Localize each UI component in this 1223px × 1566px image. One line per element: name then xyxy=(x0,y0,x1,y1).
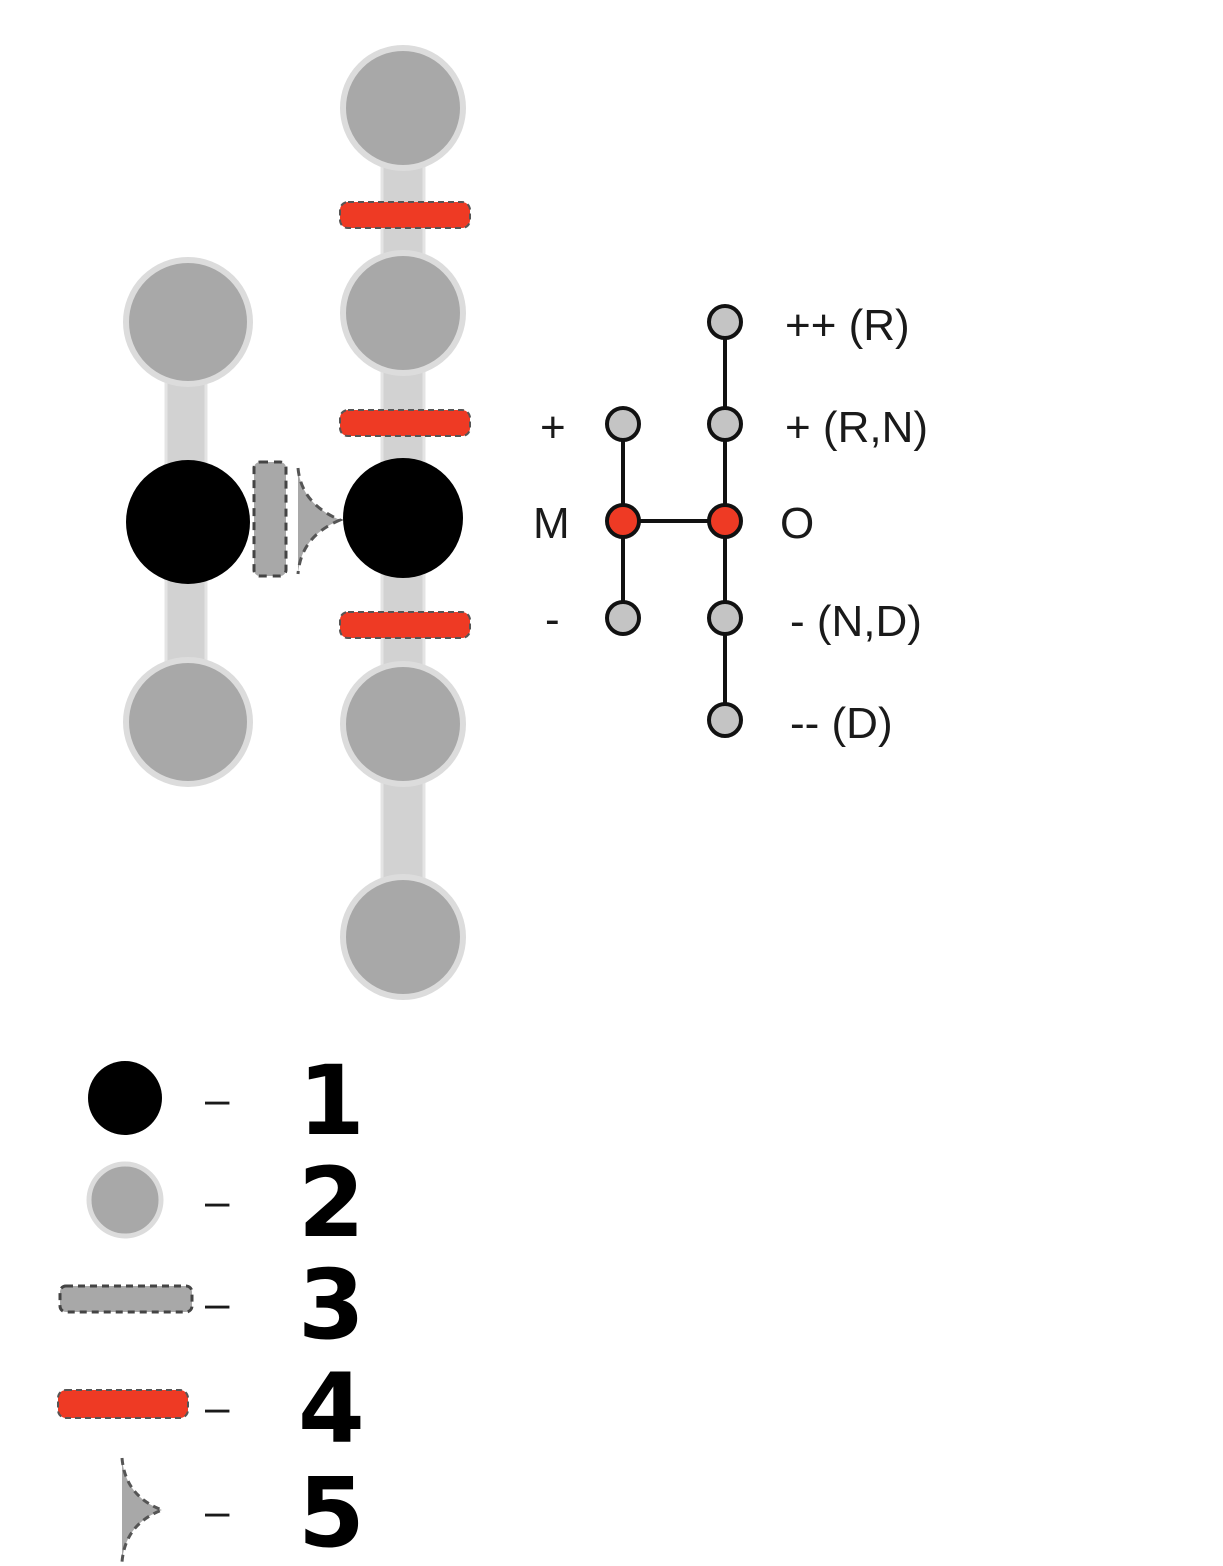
legend-dash-3: – xyxy=(205,1279,230,1328)
o-minus-node xyxy=(707,600,743,636)
right-gray-node-4 xyxy=(340,874,466,1000)
legend-number-2: 2 xyxy=(298,1147,365,1259)
left-chain xyxy=(123,257,253,787)
right-black-node xyxy=(343,458,463,578)
gray-circle-icon xyxy=(86,1161,164,1239)
gray-arrowhead-icon xyxy=(120,1457,167,1563)
right-red-bar-top xyxy=(339,201,471,229)
right-gray-node-1 xyxy=(340,45,466,171)
legend-dash-5: – xyxy=(205,1487,230,1536)
o-center-label: O xyxy=(780,499,814,548)
linker-dashed-bar xyxy=(252,460,288,578)
right-red-bar-lower xyxy=(339,611,471,639)
legend-dash-4: – xyxy=(205,1383,230,1432)
legend-dash-1: – xyxy=(205,1075,230,1124)
right-gray-node-2 xyxy=(340,250,466,376)
right-chain xyxy=(339,45,471,1000)
o-center-node xyxy=(707,503,743,539)
legend-number-5: 5 xyxy=(298,1457,365,1566)
o-plus-label: + (R,N) xyxy=(785,403,928,452)
right-gray-node-3 xyxy=(340,661,466,787)
o-minus-minus-label: -- (D) xyxy=(790,699,893,748)
linker xyxy=(252,460,344,578)
legend-number-1: 1 xyxy=(298,1045,365,1157)
black-circle-icon xyxy=(88,1061,162,1135)
o-plus-node xyxy=(707,406,743,442)
left-black-node xyxy=(126,460,250,584)
gray-dashed-bar-icon xyxy=(58,1284,194,1314)
legend-number-3: 3 xyxy=(298,1249,365,1361)
red-bar-icon xyxy=(57,1389,189,1419)
legend-number-4: 4 xyxy=(298,1353,365,1465)
left-top-gray-node xyxy=(123,257,253,387)
legend-dash-2: – xyxy=(205,1177,230,1226)
o-minus-minus-node xyxy=(707,702,743,738)
m-center-label: M xyxy=(533,499,570,548)
m-plus-label: + xyxy=(540,403,566,452)
m-plus-node xyxy=(605,406,641,442)
m-minus-node xyxy=(605,600,641,636)
state-ladder: + M - ++ (R) + (R,N) O - (N,D) -- (D) xyxy=(533,301,928,748)
o-plus-plus-label: ++ (R) xyxy=(785,301,910,350)
m-center-node xyxy=(605,503,641,539)
legend: – 1 – 2 – 3 – 4 – 5 xyxy=(57,1045,365,1566)
left-bottom-gray-node xyxy=(123,657,253,787)
o-plus-plus-node xyxy=(707,304,743,340)
m-minus-label: - xyxy=(545,595,560,644)
linker-arrowhead xyxy=(296,467,344,575)
o-minus-label: - (N,D) xyxy=(790,597,922,646)
right-red-bar-upper xyxy=(339,409,471,437)
